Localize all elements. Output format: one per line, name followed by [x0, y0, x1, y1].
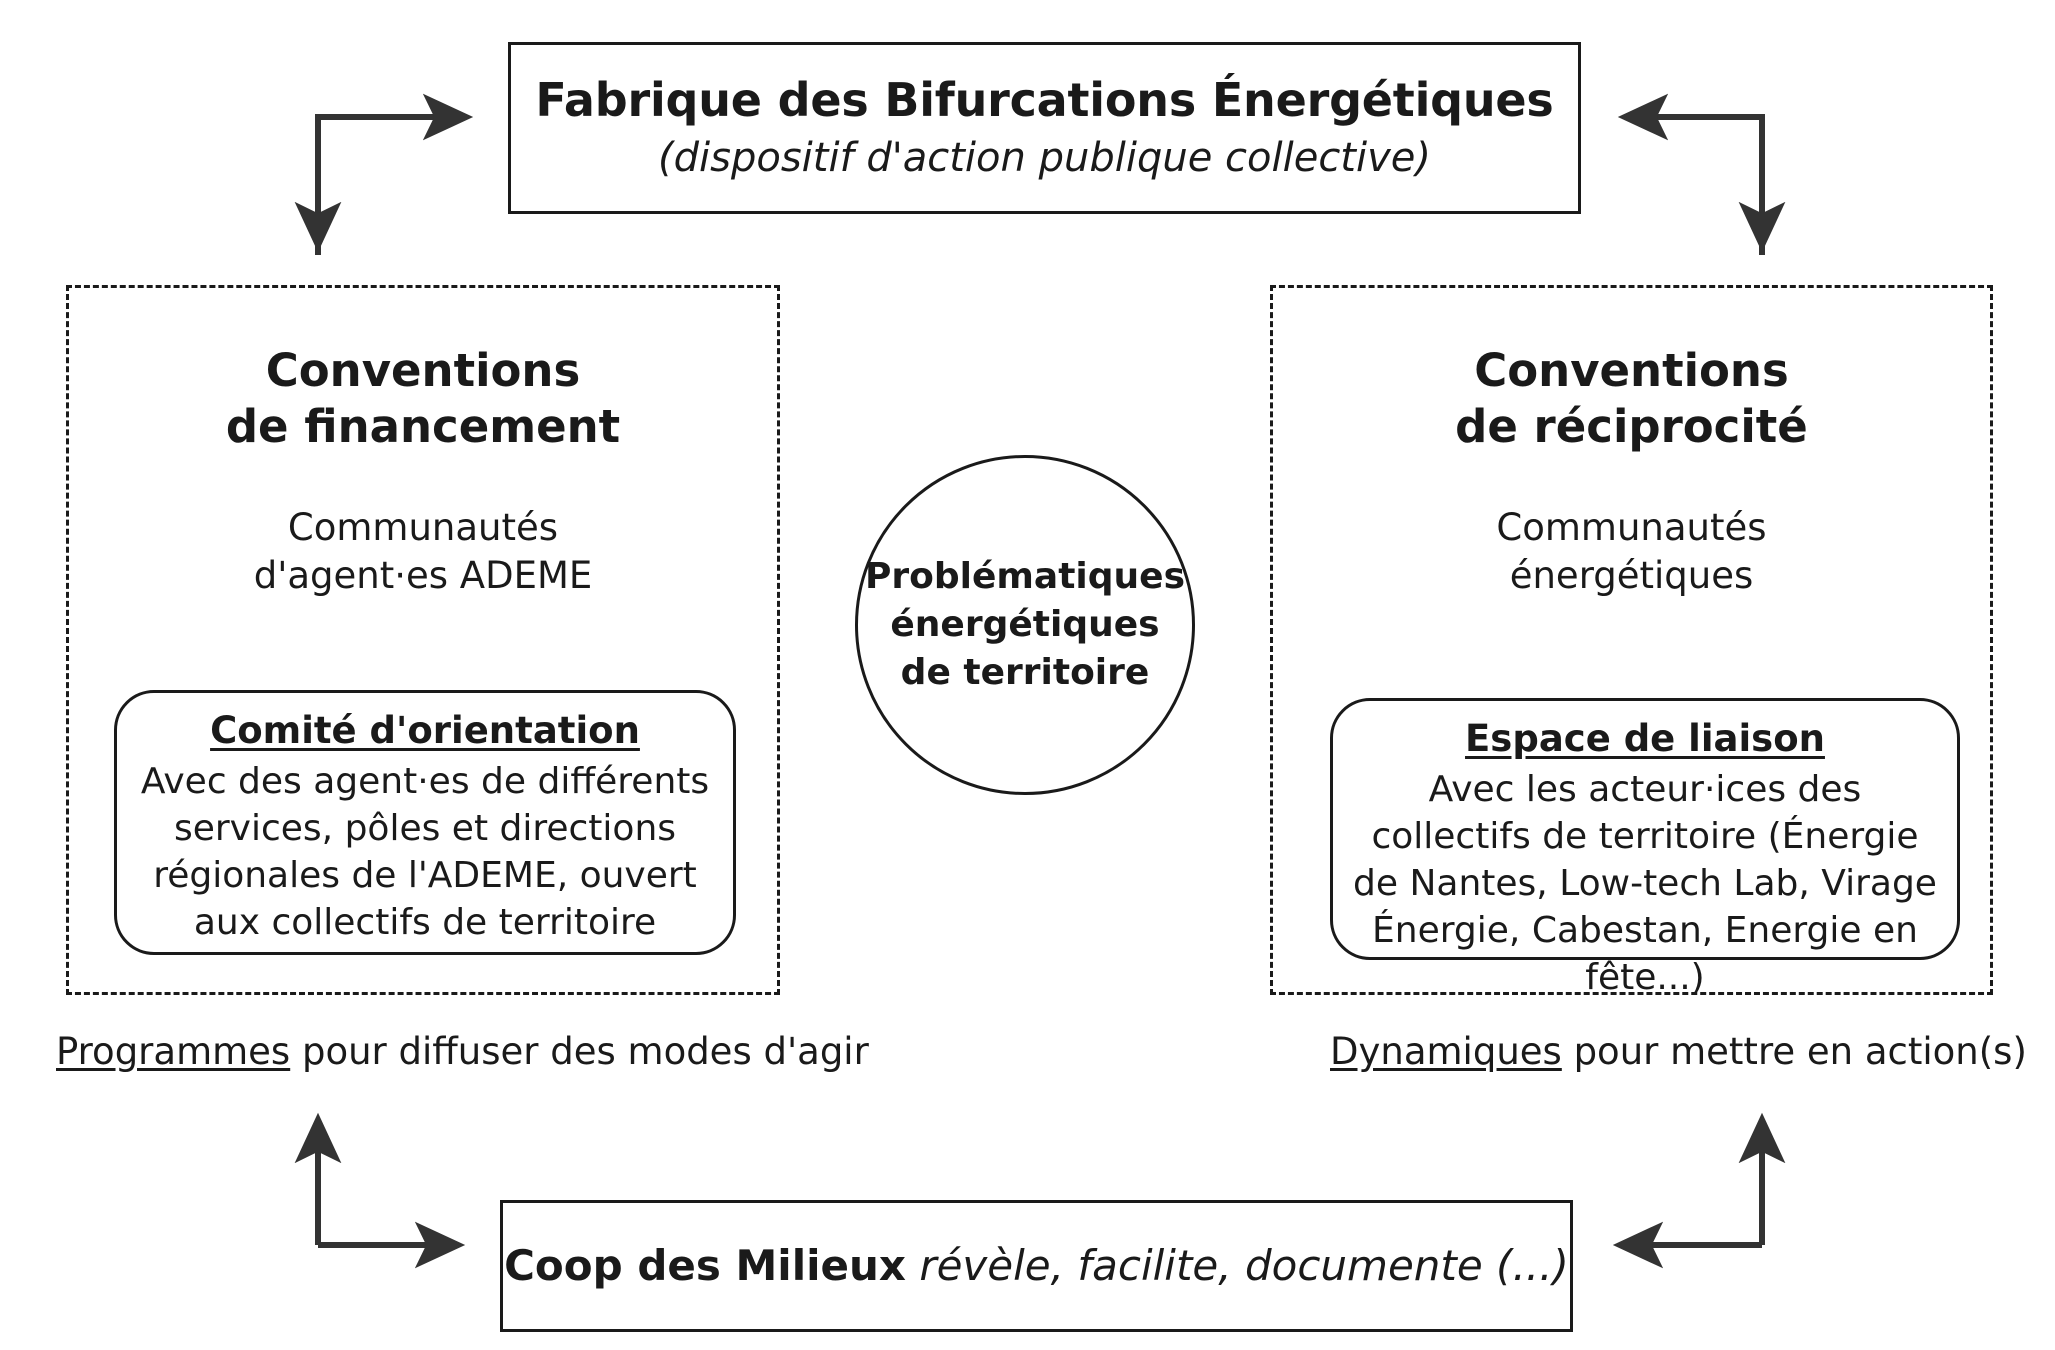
- conventions-financement-heading: Conventions de financement: [69, 343, 777, 456]
- caption-dynamiques: Dynamiques pour mettre en action(s): [1330, 1030, 2027, 1073]
- caption-dynamiques-rest: pour mettre en action(s): [1561, 1030, 2027, 1073]
- coop-des-milieux-name: Coop des Milieux: [504, 1240, 906, 1290]
- conventions-financement-subtitle: Communautés d'agent·es ADEME: [69, 504, 777, 602]
- fabrique-box: Fabrique des Bifurcations Énergétiques (…: [508, 42, 1581, 214]
- caption-dynamiques-keyword: Dynamiques: [1330, 1030, 1562, 1073]
- coop-des-milieux-box: Coop des Milieux révèle, facilite, docum…: [500, 1200, 1573, 1332]
- coop-des-milieux-actions: révèle, facilite, documente (...): [905, 1240, 1569, 1290]
- caption-programmes-keyword: Programmes: [56, 1030, 291, 1073]
- espace-liaison-title: Espace de liaison: [1465, 717, 1825, 760]
- conventions-reciprocite-heading: Conventions de réciprocité: [1273, 343, 1990, 456]
- subtitle-line-2: énergétiques: [1509, 554, 1754, 598]
- subtitle-line-1: Communautés: [287, 505, 559, 549]
- heading-line-1: Conventions: [265, 344, 581, 397]
- caption-programmes-rest: pour diffuser des modes d'agir: [290, 1030, 869, 1073]
- arrow-top-left-into-fabrique: [315, 93, 474, 255]
- circle-line-1: Problématiques: [865, 556, 1185, 598]
- subtitle-line-1: Communautés: [1496, 505, 1767, 549]
- subtitle-line-2: d'agent·es ADEME: [253, 554, 593, 598]
- comite-orientation-title: Comité d'orientation: [210, 709, 640, 752]
- heading-line-2: de réciprocité: [1455, 400, 1808, 454]
- fabrique-subtitle: (dispositif d'action publique collective…: [658, 135, 1431, 182]
- fabrique-title: Fabrique des Bifurcations Énergétiques: [535, 72, 1554, 127]
- problematiques-circle: Problématiques énergétiques de territoir…: [855, 455, 1195, 795]
- espace-liaison-box: Espace de liaison Avec les acteur·ices d…: [1330, 698, 1960, 998]
- comite-orientation-box: Comité d'orientation Avec des agent·es d…: [114, 690, 736, 955]
- heading-line-1: Conventions: [1474, 344, 1789, 397]
- circle-line-3: de territoire: [900, 651, 1150, 693]
- circle-line-2: énergétiques: [890, 604, 1160, 646]
- coop-des-milieux-text: Coop des Milieux révèle, facilite, docum…: [504, 1240, 1569, 1290]
- conventions-reciprocite-subtitle: Communautés énergétiques: [1273, 504, 1990, 602]
- heading-line-2: de financement: [225, 400, 621, 454]
- caption-programmes: Programmes pour diffuser des modes d'agi…: [56, 1030, 869, 1073]
- arrow-top-right-into-fabrique: [1617, 93, 1765, 255]
- espace-liaison-body: Avec les acteur·ices des collectifs de t…: [1353, 769, 1937, 998]
- comite-orientation-body: Avec des agent·es de différents services…: [140, 761, 710, 943]
- problematiques-circle-text: Problématiques énergétiques de territoir…: [865, 553, 1185, 697]
